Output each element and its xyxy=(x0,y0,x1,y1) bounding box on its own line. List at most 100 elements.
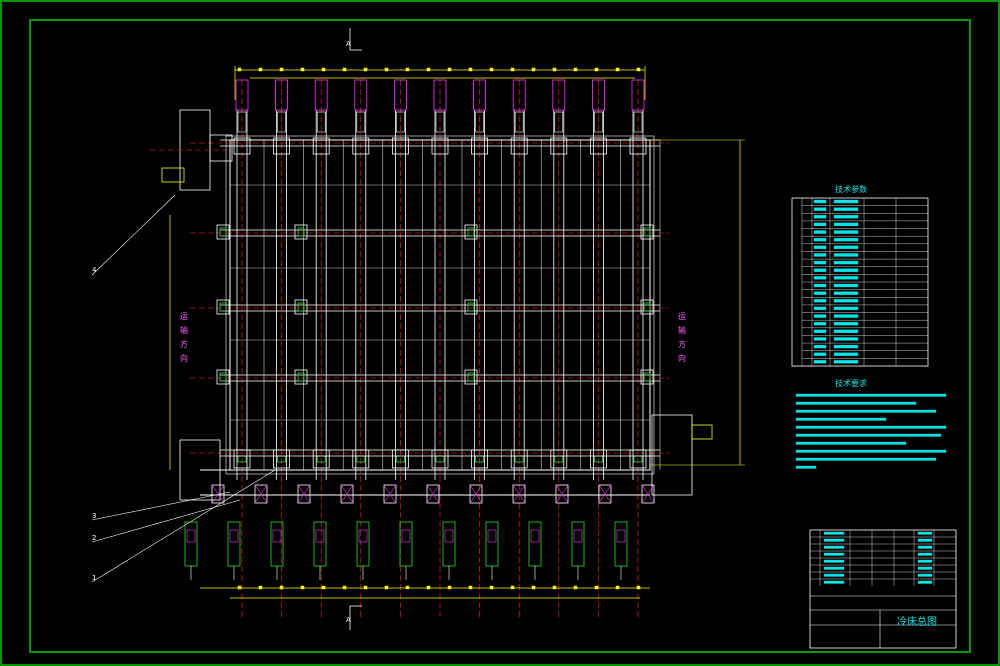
tech-cell-text xyxy=(833,215,859,219)
cam-box xyxy=(383,484,397,504)
tech-cell-text xyxy=(833,207,859,211)
tech-cell-text xyxy=(813,238,827,242)
drive-valve xyxy=(530,529,540,543)
bearing-core xyxy=(467,372,475,382)
bearing-block xyxy=(294,224,308,240)
left-gearbox xyxy=(161,167,185,183)
section-mark-top: A xyxy=(346,40,351,48)
cam-box xyxy=(555,484,569,504)
bom-cell-text xyxy=(823,580,845,584)
top-bracket xyxy=(633,111,643,133)
leader-2 xyxy=(91,499,241,543)
drive-cylinder xyxy=(485,521,499,567)
bearing-core xyxy=(643,372,651,382)
drive-valve xyxy=(229,529,239,543)
requirement-line xyxy=(795,393,947,397)
drive-valve xyxy=(487,529,497,543)
inner-border xyxy=(29,19,971,653)
bom-cell-text xyxy=(823,538,845,542)
tech-cell-text xyxy=(813,306,827,311)
bom-cell-text xyxy=(823,531,845,535)
dim-mark xyxy=(237,585,242,590)
dim-mark xyxy=(510,585,515,590)
tech-cell-text xyxy=(813,329,827,333)
requirement-line xyxy=(795,401,917,405)
drive-valve xyxy=(573,529,583,543)
drive-valve xyxy=(444,529,454,543)
leader-number-3: 3 xyxy=(92,512,96,520)
leader-number-2: 2 xyxy=(92,534,96,542)
dim-mark xyxy=(258,67,263,72)
bearing-core xyxy=(297,302,305,312)
bearing-core xyxy=(467,302,475,312)
requirement-line xyxy=(795,441,907,445)
bearing-block xyxy=(216,369,230,385)
tech-cell-text xyxy=(813,215,827,219)
drive-units xyxy=(184,484,655,580)
dimension-lines xyxy=(91,28,745,630)
dim-mark xyxy=(447,585,452,590)
title-block xyxy=(809,529,957,649)
cam-cross xyxy=(211,484,225,504)
cam-box xyxy=(254,484,268,504)
dim-mark xyxy=(321,67,326,72)
bom-cell-text xyxy=(917,538,933,542)
bearing-block xyxy=(216,224,230,240)
tech-cell-text xyxy=(833,291,859,295)
dim-mark xyxy=(342,67,347,72)
top-drive-box xyxy=(592,79,605,111)
requirement-line xyxy=(795,417,887,421)
direction-label-left: 运输方向 xyxy=(180,312,189,368)
drive-cylinder xyxy=(270,521,284,567)
drive-cylinder xyxy=(528,521,542,567)
bearing-core xyxy=(643,302,651,312)
tech-cell-text xyxy=(833,199,859,204)
drive-valve xyxy=(358,529,368,543)
bearing-block xyxy=(294,369,308,385)
top-drive-box xyxy=(473,79,487,111)
cam-box xyxy=(211,484,225,504)
tech-cell-text xyxy=(813,344,827,349)
tech-cell-text xyxy=(813,299,827,303)
dim-mark xyxy=(615,67,620,72)
bom-cell-text xyxy=(917,580,933,584)
bearing-block xyxy=(464,224,478,240)
leader-number-1: 1 xyxy=(92,574,96,582)
top-bracket xyxy=(316,111,326,133)
tech-table-title: 技术参数 xyxy=(835,184,867,194)
top-bracket xyxy=(475,111,484,133)
dim-mark xyxy=(363,585,368,590)
requirement-line xyxy=(795,457,937,461)
tech-cell-text xyxy=(833,230,859,234)
bearing-core xyxy=(643,227,651,237)
bom-cell-text xyxy=(917,559,933,563)
drive-cylinder xyxy=(571,521,585,567)
dim-mark xyxy=(615,585,620,590)
top-drive-box xyxy=(354,79,368,111)
cam-cross xyxy=(512,484,526,504)
top-bracket xyxy=(514,111,524,133)
top-drive-box xyxy=(314,79,328,111)
drive-cylinder xyxy=(184,521,198,567)
direction-label-right: 运输方向 xyxy=(678,312,687,368)
drawing-title: 冷床总图 xyxy=(897,615,937,628)
tech-params-table xyxy=(791,197,929,367)
bom-cell-text xyxy=(823,545,845,549)
dim-mark xyxy=(405,67,410,72)
top-drive-box xyxy=(512,79,526,111)
dim-mark xyxy=(363,67,368,72)
cam-box xyxy=(469,484,483,504)
tech-cell-text xyxy=(813,276,827,280)
bom-cell-text xyxy=(917,545,933,549)
dim-mark xyxy=(279,585,284,590)
bearing-block xyxy=(216,299,230,315)
bearing-block xyxy=(464,299,478,315)
cooling-bed-frame xyxy=(150,79,713,620)
tech-cell-text xyxy=(833,299,859,303)
dim-mark xyxy=(573,585,578,590)
cam-cross xyxy=(297,484,311,504)
leader-number-4: 4 xyxy=(92,266,97,274)
top-drive-box xyxy=(433,79,447,111)
tech-cell-text xyxy=(833,245,859,249)
tech-cell-text xyxy=(813,222,827,227)
